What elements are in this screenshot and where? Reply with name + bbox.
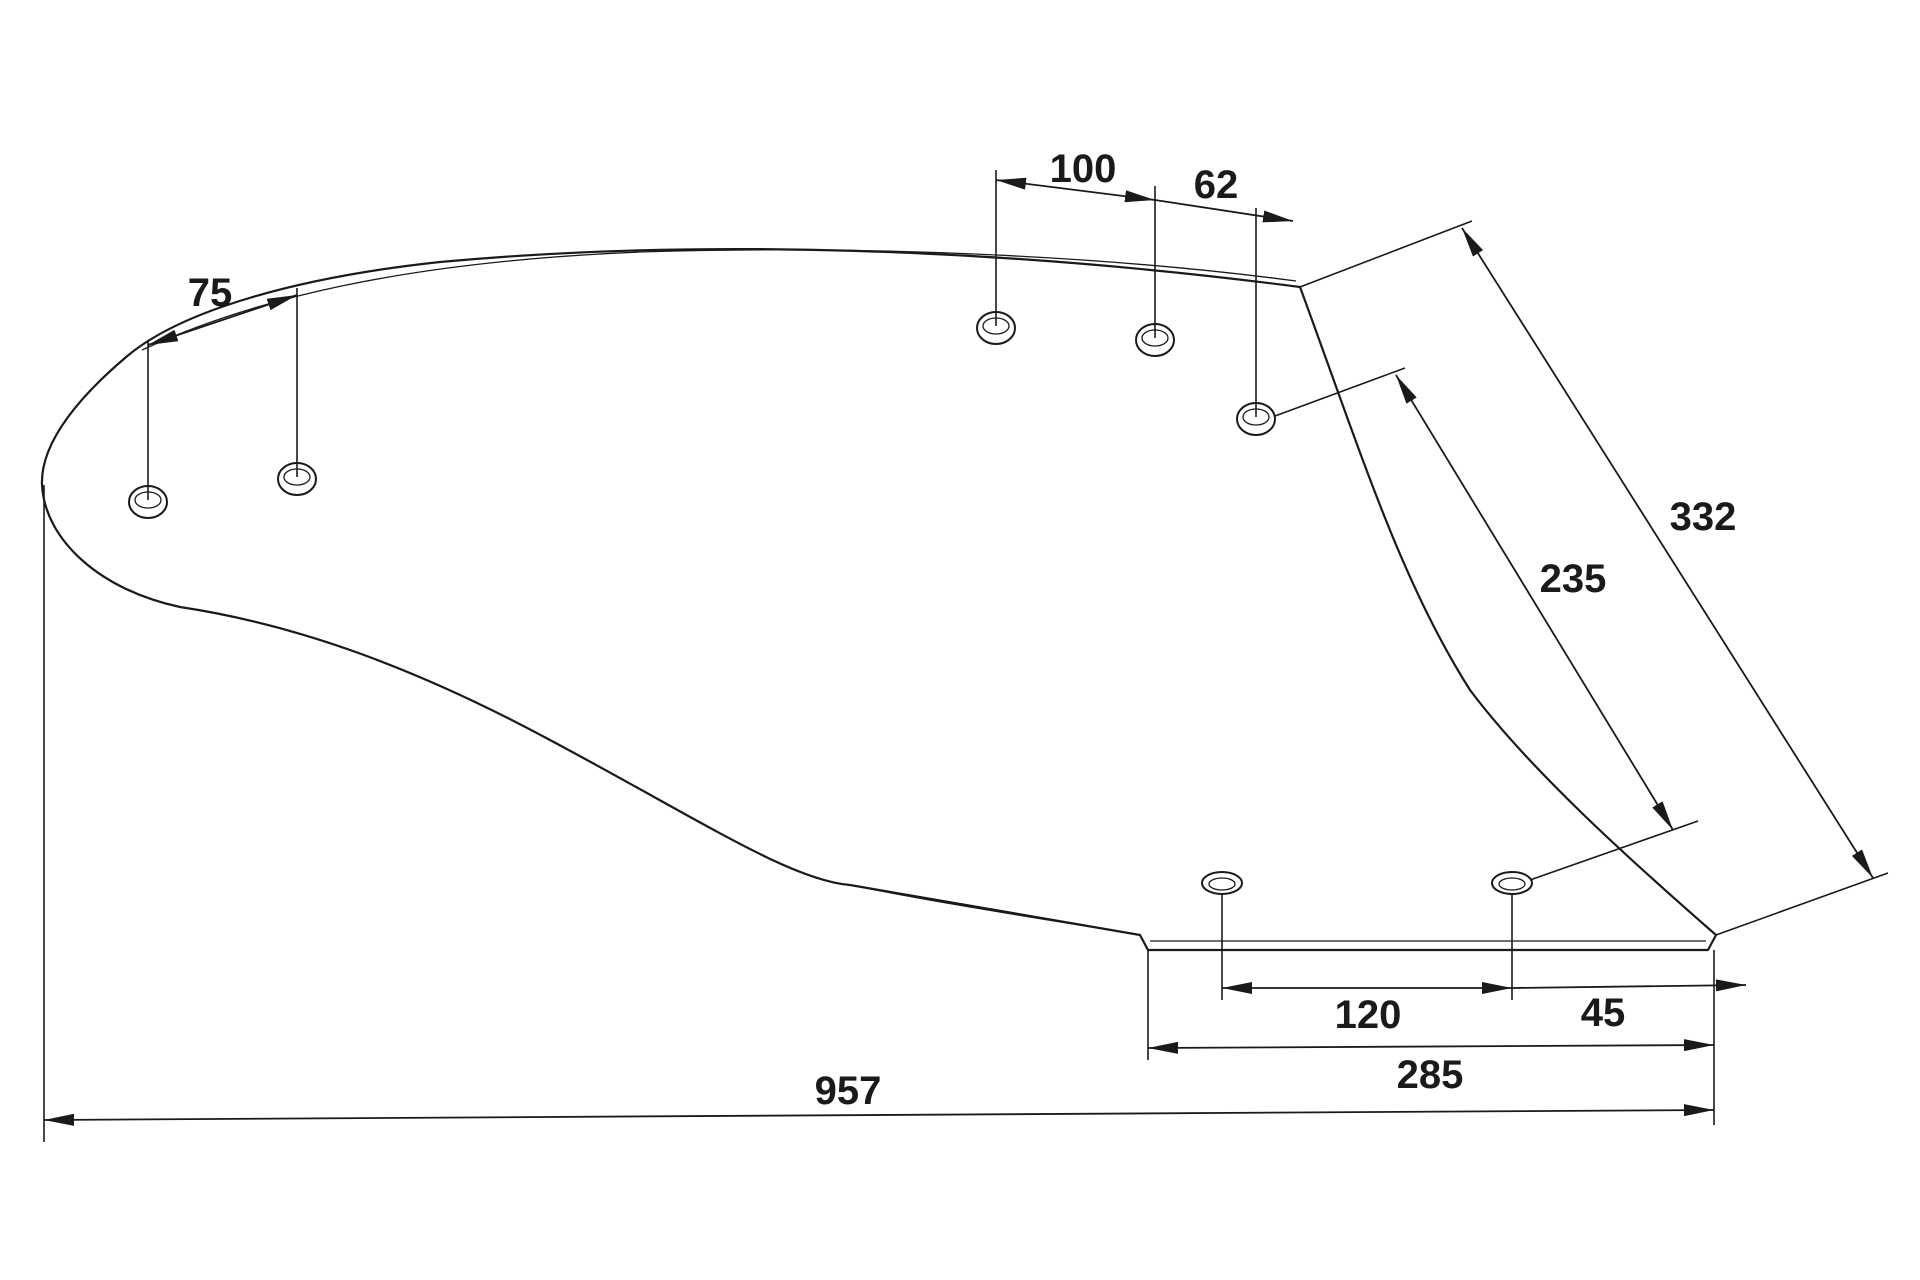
dim-line-285 (1147, 1039, 1715, 1054)
dim-line-332 (1461, 227, 1874, 879)
dim-label-120: 120 (1335, 993, 1402, 1037)
dim-line-75 (147, 294, 298, 346)
dim-label-62: 62 (1194, 163, 1239, 207)
blade-outline (40, 247, 1718, 952)
bolt-hole (1491, 871, 1533, 895)
dimension-labels: 75 100 62 332 235 120 45 285 957 (188, 147, 1737, 1113)
dim-line-235 (1395, 374, 1674, 831)
dimension-lines (43, 177, 1874, 1126)
dim-label-75: 75 (188, 271, 233, 315)
dim-label-332: 332 (1670, 495, 1737, 539)
dim-line-45 (1511, 979, 1747, 992)
dim-label-285: 285 (1397, 1053, 1464, 1097)
dim-line-957 (43, 1104, 1715, 1126)
dim-label-957: 957 (815, 1069, 882, 1113)
dim-line-100 (995, 177, 1156, 203)
dim-label-100: 100 (1050, 147, 1117, 191)
dim-label-45: 45 (1581, 991, 1626, 1035)
dim-label-235: 235 (1540, 557, 1607, 601)
bolt-hole (1201, 871, 1243, 895)
dim-line-62 (1154, 199, 1294, 223)
